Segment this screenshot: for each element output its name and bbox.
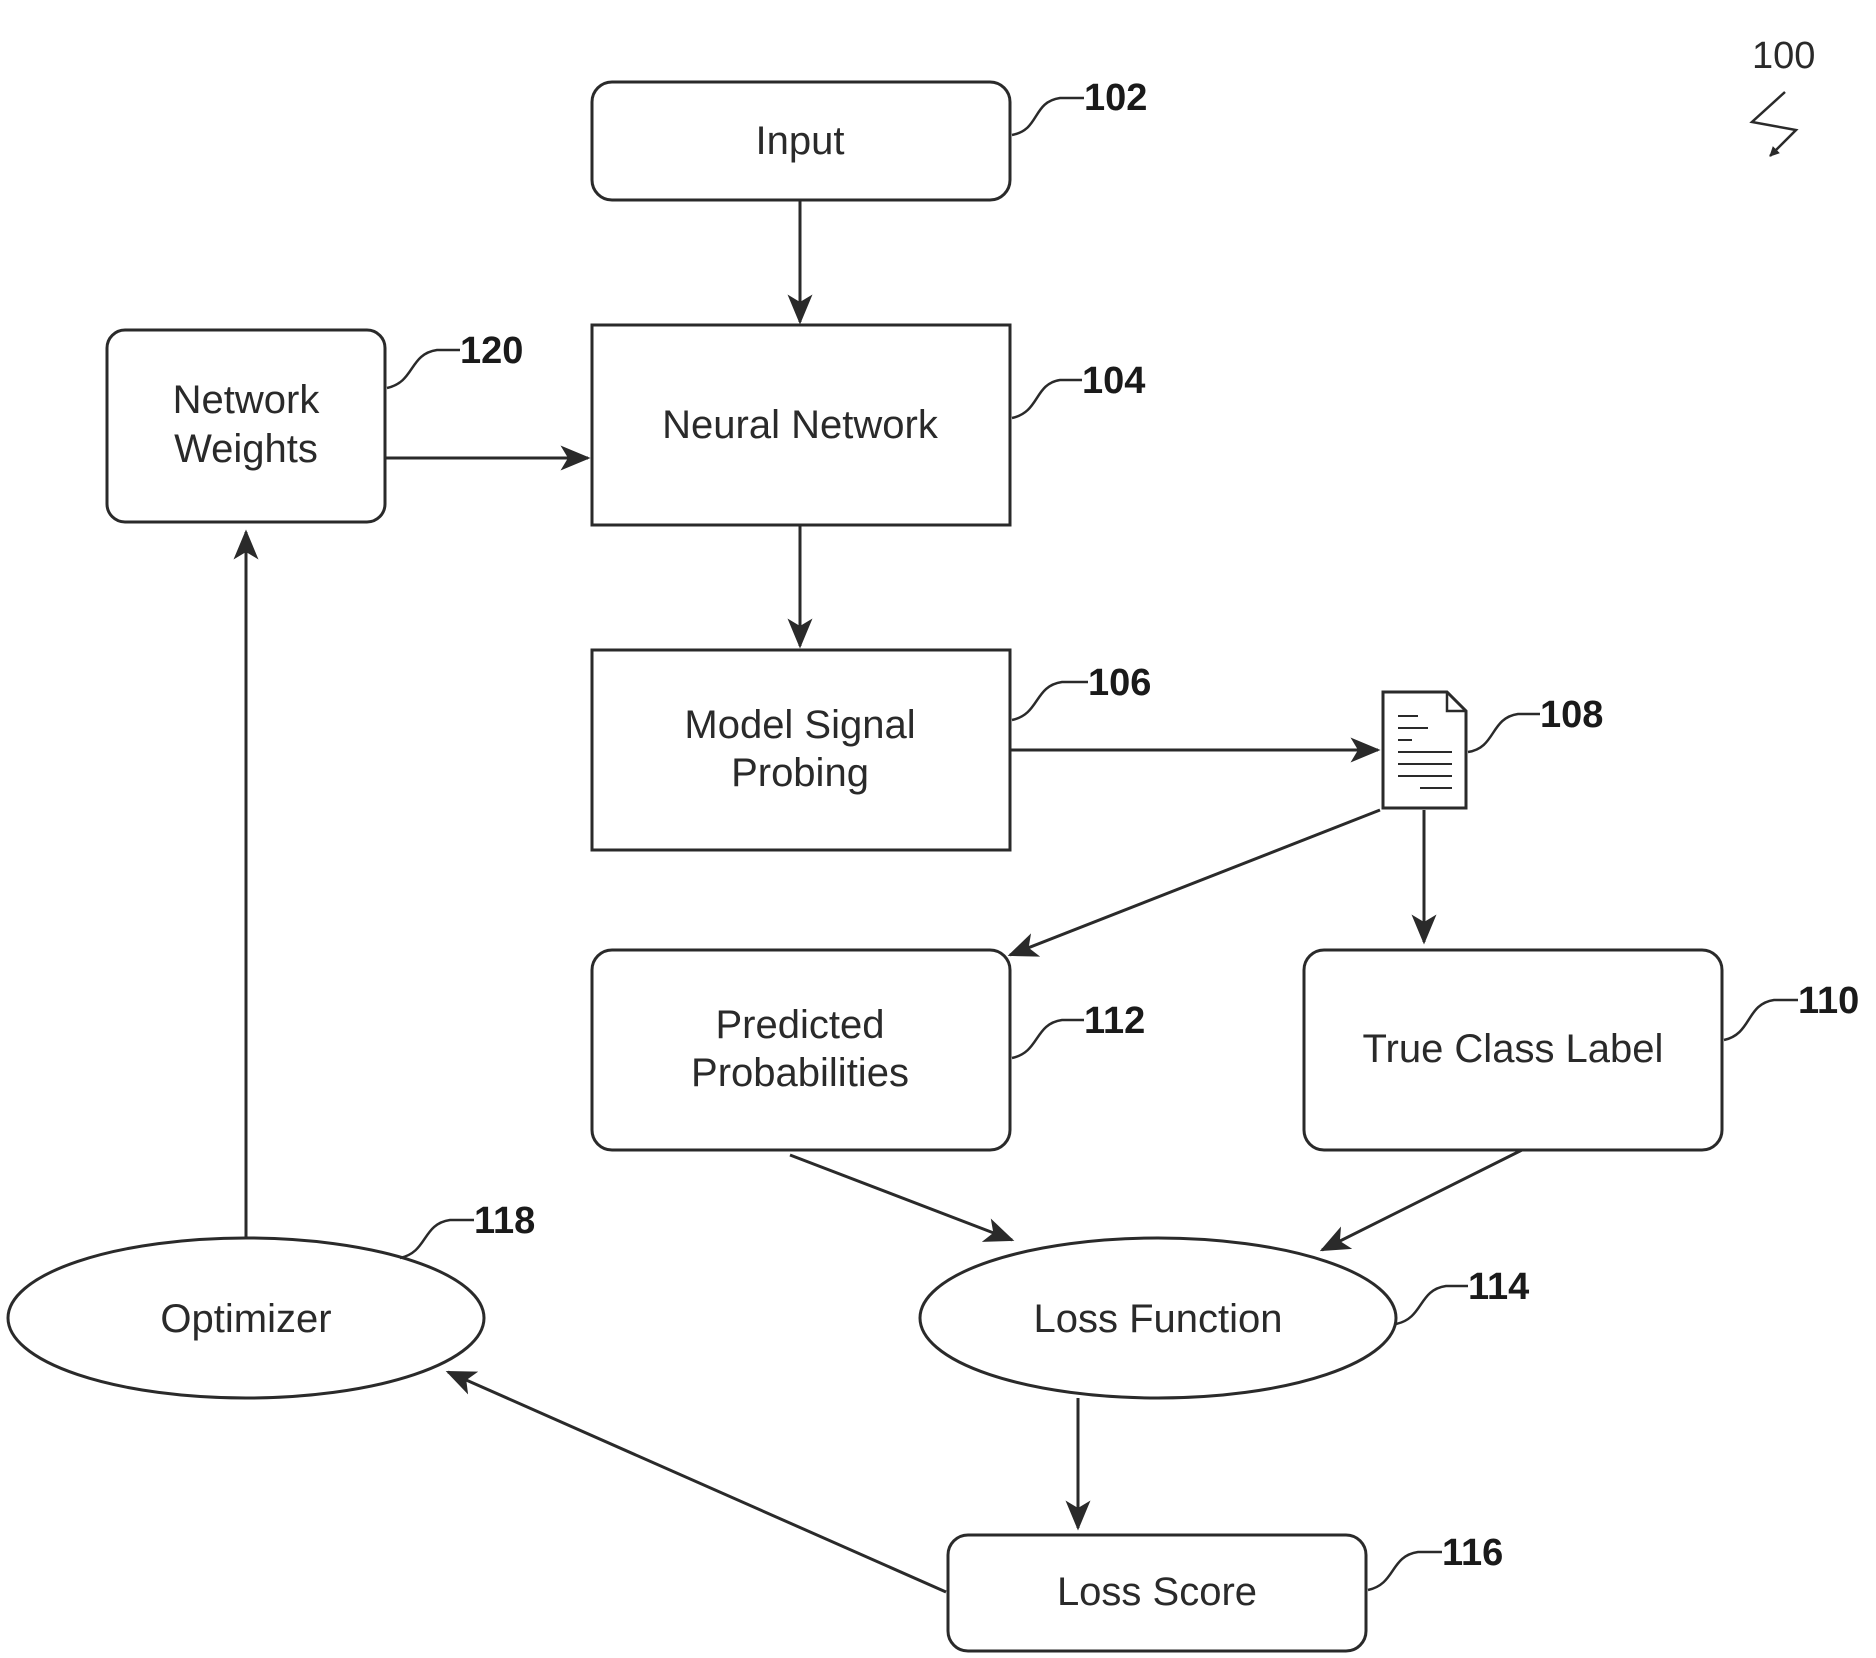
edge-loss-score-to-optimizer	[448, 1372, 946, 1592]
loss-score-label: Loss Score	[1057, 1570, 1257, 1614]
neural-network-label: Neural Network	[662, 403, 939, 447]
loss-function-label: Loss Function	[1033, 1297, 1282, 1341]
ref-106: 106	[1088, 662, 1151, 704]
leader-110	[1724, 1000, 1798, 1040]
model-signal-probing-label-line-2: Probing	[731, 751, 869, 795]
edge-document-to-predicted	[1010, 810, 1380, 955]
ref-112: 112	[1084, 1000, 1145, 1042]
figure-ref-squiggle-arrow	[1752, 92, 1796, 156]
leader-120	[387, 350, 460, 388]
predicted-probabilities-label-line-2: Probabilities	[691, 1051, 909, 1095]
leader-102	[1012, 98, 1084, 135]
ref-116: 116	[1442, 1532, 1503, 1574]
predicted-probabilities-box	[592, 950, 1010, 1150]
node-network-weights: Network Weights	[107, 330, 385, 522]
input-label: Input	[756, 119, 845, 163]
predicted-probabilities-label-line-1: Predicted	[716, 1003, 885, 1047]
edge-true-label-to-loss-function	[1322, 1150, 1522, 1250]
node-document	[1383, 692, 1466, 808]
ref-108: 108	[1540, 694, 1603, 736]
model-signal-probing-box	[592, 650, 1010, 850]
network-weights-label-line-1: Network	[173, 378, 321, 422]
leader-108	[1468, 714, 1540, 752]
node-model-signal-probing: Model Signal Probing	[592, 650, 1010, 850]
node-optimizer: Optimizer	[8, 1238, 484, 1398]
ref-114: 114	[1468, 1266, 1529, 1308]
node-predicted-probabilities: Predicted Probabilities	[592, 950, 1010, 1150]
ref-120: 120	[460, 330, 523, 372]
node-loss-function: Loss Function	[920, 1238, 1396, 1398]
ref-110: 110	[1798, 980, 1859, 1022]
model-signal-probing-label-line-1: Model Signal	[684, 703, 915, 747]
ref-102: 102	[1084, 77, 1147, 119]
leader-106	[1012, 682, 1088, 720]
leader-104	[1012, 380, 1082, 418]
network-weights-box	[107, 330, 385, 522]
leader-118	[400, 1220, 474, 1258]
node-true-class-label: True Class Label	[1304, 950, 1722, 1150]
edge-predicted-to-loss-function	[790, 1155, 1012, 1240]
ref-104: 104	[1082, 360, 1145, 402]
node-loss-score: Loss Score	[948, 1535, 1366, 1651]
true-class-label-text: True Class Label	[1363, 1027, 1664, 1071]
optimizer-label: Optimizer	[160, 1297, 331, 1341]
document-icon	[1383, 692, 1466, 808]
leader-112	[1012, 1020, 1084, 1058]
network-weights-label-line-2: Weights	[174, 427, 318, 471]
ref-118: 118	[474, 1200, 535, 1242]
node-neural-network: Neural Network	[592, 325, 1010, 525]
leader-114	[1396, 1286, 1468, 1324]
figure-ref-100: 100	[1752, 35, 1815, 77]
node-input: Input	[592, 82, 1010, 200]
leader-116	[1368, 1552, 1442, 1590]
